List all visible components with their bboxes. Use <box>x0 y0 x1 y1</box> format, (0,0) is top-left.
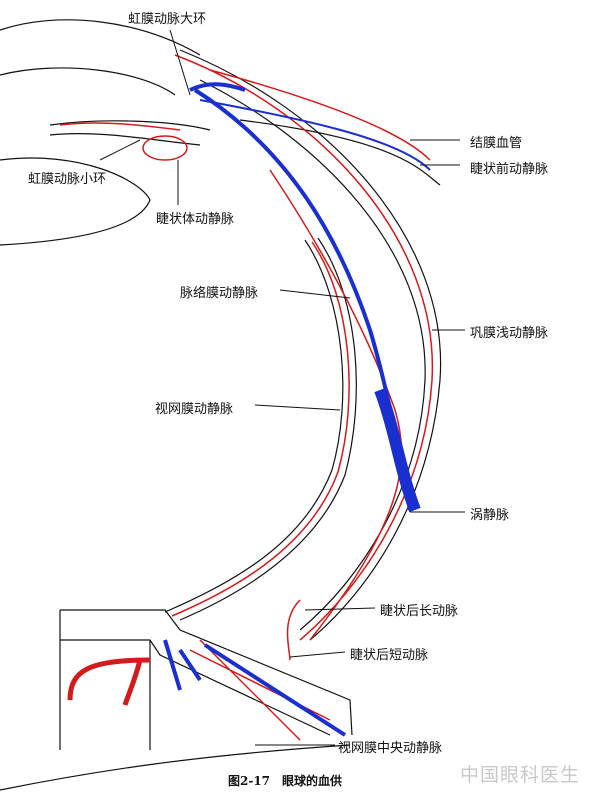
long-posterior-ciliary-artery <box>269 169 403 641</box>
iris-outline <box>49 120 211 131</box>
sclera-outer <box>179 49 442 641</box>
label-ciliary-body-vessels: 睫状体动静脉 <box>156 212 235 227</box>
label-episcleral-vessels: 巩膜浅动静脉 <box>470 326 549 341</box>
optic-nerve-sheath <box>60 639 331 736</box>
label-minor-arterial-circle-iris: 虹膜动脉小环 <box>28 172 107 187</box>
conjunctival-artery <box>209 69 431 161</box>
lens-outline <box>0 157 151 246</box>
short-posterior-ciliary-artery <box>286 599 301 661</box>
cornea-outline <box>0 19 201 56</box>
label-choroidal-vessels: 脉络膜动静脉 <box>180 286 259 301</box>
major-arterial-circle <box>189 82 246 92</box>
episcleral-artery <box>174 54 434 641</box>
cornea-inner-outline <box>0 67 176 96</box>
label-conjunctival-vessels: 结膜血管 <box>470 136 523 151</box>
eye-outlines <box>0 19 442 791</box>
label-retinal-vessels: 视网膜动静脉 <box>155 402 234 417</box>
sclera-inner <box>199 79 426 631</box>
arteries <box>59 54 434 741</box>
anterior-ciliary-vein <box>199 99 431 171</box>
label-anterior-ciliary-vessels: 睫状前动静脉 <box>470 162 549 177</box>
label-vortex-vein: 涡静脉 <box>470 508 510 523</box>
retinal-vein-branches <box>163 639 202 691</box>
nerve-bottom <box>0 744 351 791</box>
iris-outline-2 <box>49 133 201 146</box>
conjunctiva <box>239 119 441 186</box>
veins <box>163 82 431 737</box>
ciliary-body-plexus <box>142 135 188 161</box>
retina-outer <box>179 237 357 621</box>
optic-nerve-sheath-top <box>60 609 353 736</box>
label-short-posterior-ciliary-artery: 睫状后短动脉 <box>350 648 429 663</box>
central-retinal-artery-branches <box>67 657 151 706</box>
vortex-vein <box>374 387 421 513</box>
minor-arterial-circle <box>59 122 181 131</box>
label-long-posterior-ciliary-artery: 睫状后长动脉 <box>380 604 459 619</box>
central-retinal-vein <box>203 643 347 737</box>
label-major-arterial-circle-iris: 虹膜动脉大环 <box>128 12 207 27</box>
watermark: 中国眼科医生 <box>460 764 581 786</box>
retina-inner <box>164 239 344 613</box>
retinal-artery <box>171 241 350 617</box>
figure-caption: 图2-17 眼球的血供 <box>228 774 343 788</box>
label-central-retinal-vessels: 视网膜中央动静脉 <box>338 741 443 756</box>
leader-lines <box>99 29 465 746</box>
